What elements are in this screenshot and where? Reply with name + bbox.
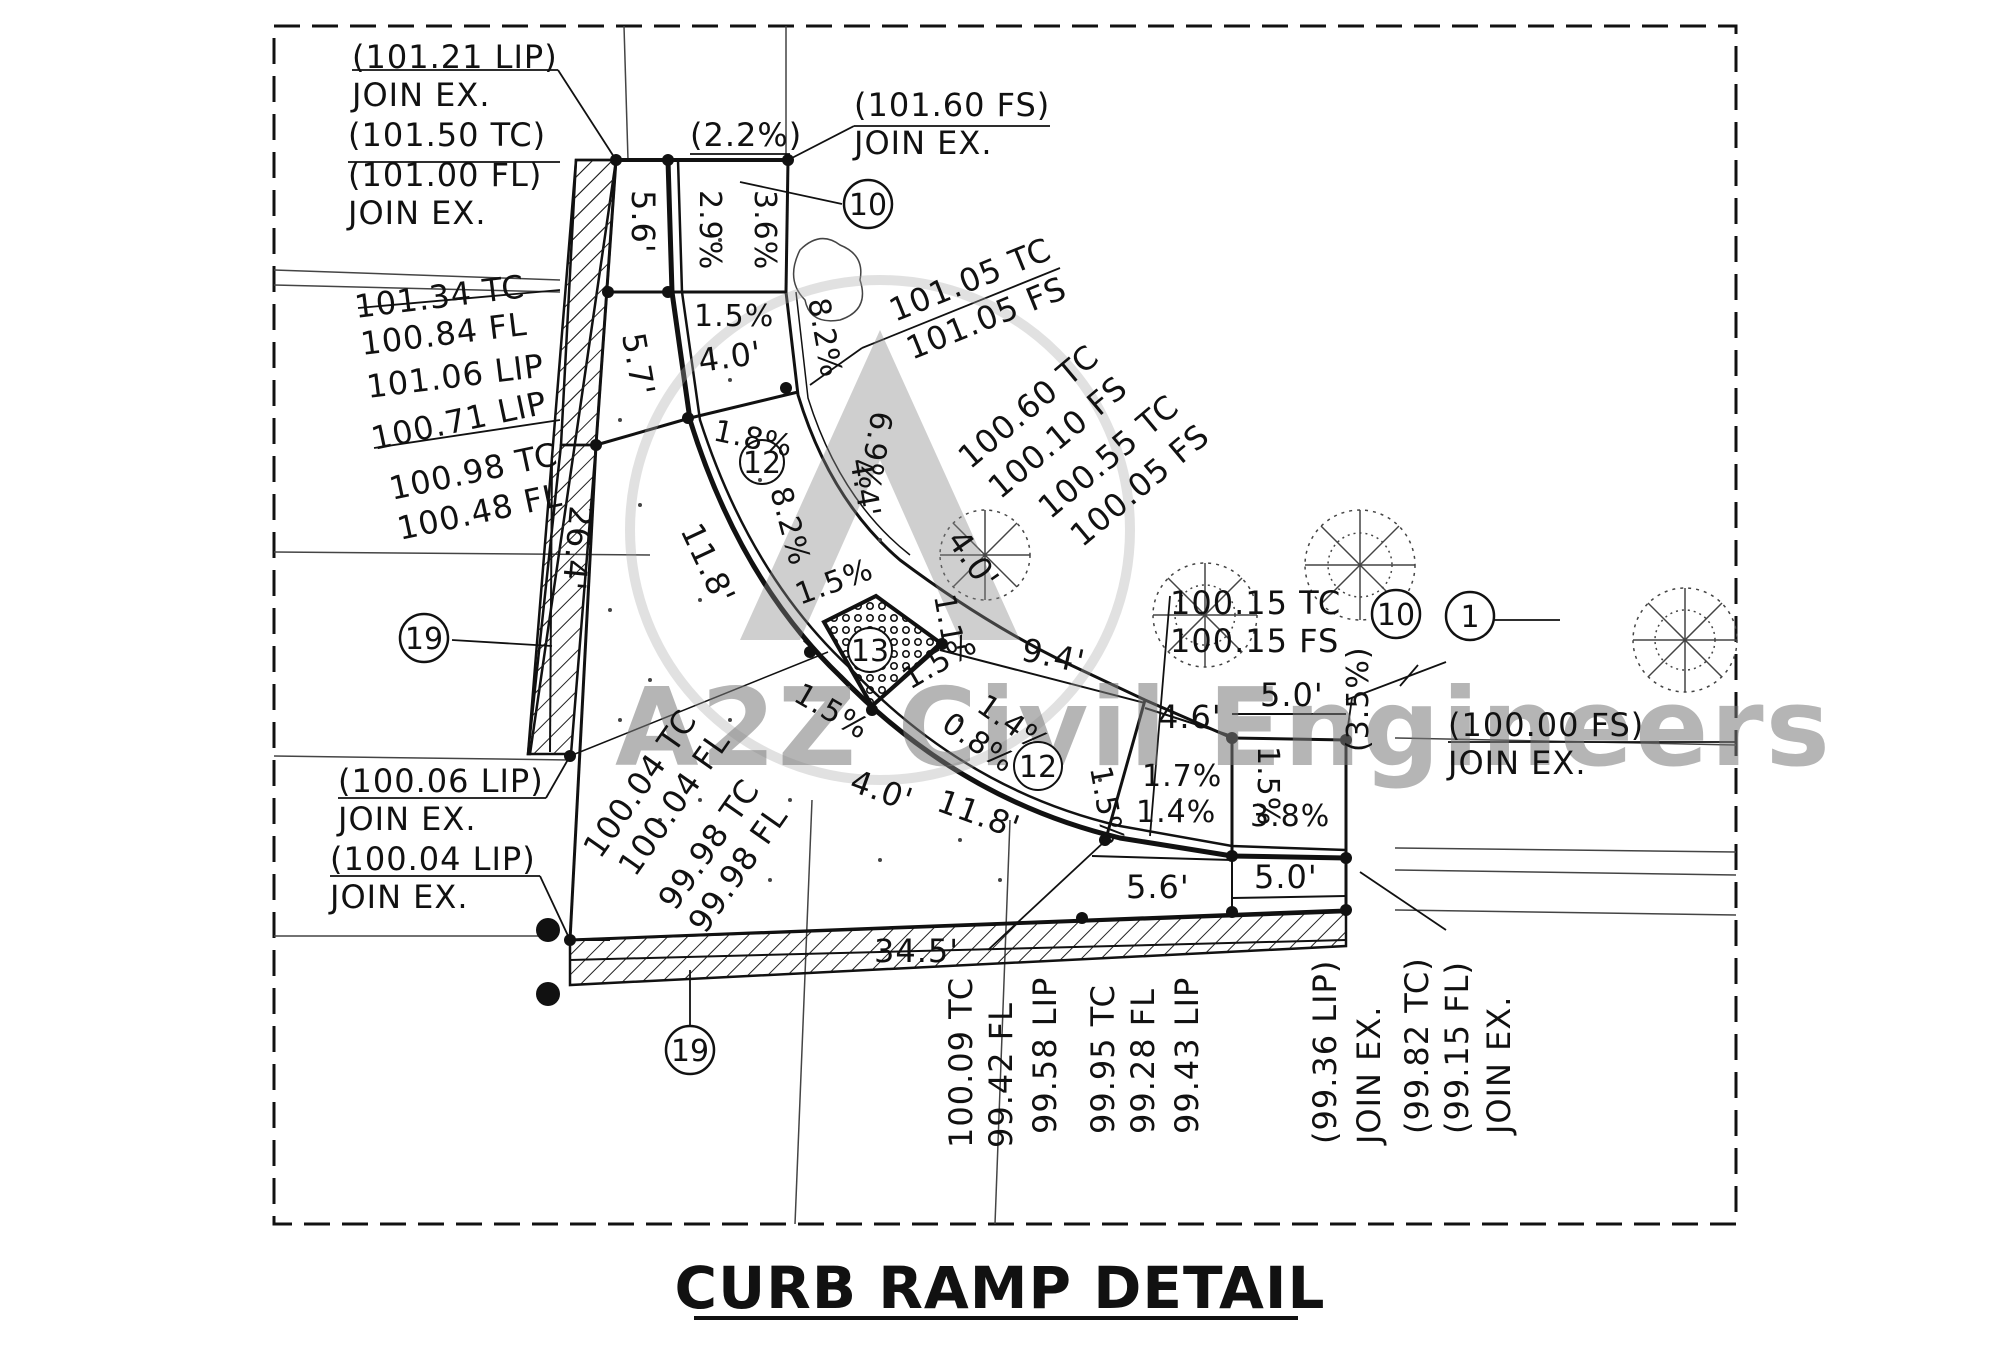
label-fs-100-00: (100.00 FS) — [1448, 706, 1644, 744]
svg-text:19: 19 — [405, 622, 443, 657]
callout-12-b: 12 — [1013, 741, 1063, 791]
dim-4-6: 4.6' — [1158, 698, 1222, 736]
slope-8-2-a: 8.2% — [800, 295, 848, 380]
svg-text:13: 13 — [851, 634, 889, 669]
watermark: A2Z Civil Engineers — [615, 275, 1832, 791]
svg-text:10: 10 — [849, 188, 887, 223]
label-fl-101-00: (101.00 FL) — [348, 156, 542, 194]
label-lip-99-58: 99.58 LIP — [1026, 977, 1064, 1134]
control-points — [536, 154, 1352, 1006]
slope-1-7: 1.7% — [1142, 759, 1222, 794]
label-join-ex-6: JOIN EX. — [328, 878, 468, 916]
svg-text:1: 1 — [1460, 600, 1479, 635]
dim-26-4: 26.4' — [555, 504, 600, 592]
label-join-ex-1: JOIN EX. — [350, 76, 490, 114]
label-fs-101-60: (101.60 FS) — [854, 86, 1050, 124]
label-fl-99-28: 99.28 FL — [1124, 988, 1162, 1134]
callout-13: 13 — [847, 627, 893, 673]
callout-19-a: 19 — [398, 612, 450, 664]
label-tc-99-95: 99.95 TC — [1084, 984, 1122, 1134]
dim-5-6-top: 5.6' — [624, 190, 662, 254]
label-fl-99-15: (99.15 FL) — [1438, 961, 1476, 1134]
label-tc-99-82: (99.82 TC) — [1398, 957, 1436, 1134]
label-lip-99-36: (99.36 LIP) — [1306, 960, 1344, 1144]
label-join-ex-7: JOIN EX. — [1350, 1006, 1388, 1146]
shrub-symbols — [792, 237, 1738, 693]
label-tc-100-09: 100.09 TC — [942, 977, 980, 1148]
label-tc-101-50: (101.50 TC) — [348, 116, 546, 154]
dimension-lines — [549, 454, 1347, 961]
label-slope-2-2: (2.2%) — [690, 116, 802, 154]
watermark-text: A2Z Civil Engineers — [615, 666, 1832, 791]
callout-12-a: 12 — [739, 439, 785, 485]
label-join-ex-2: JOIN EX. — [346, 194, 486, 232]
slope-1-5-f: 1.5% — [1250, 746, 1285, 826]
slope-1-4-b: 1.4% — [1136, 795, 1216, 830]
dim-11-8-b: 11.8' — [932, 782, 1025, 847]
label-lip-99-43: 99.43 LIP — [1168, 977, 1206, 1134]
label-lip-100-06: (100.06 LIP) — [338, 762, 544, 800]
dim-5-0-a: 5.0' — [1260, 676, 1324, 714]
slope-3-8: 3.8% — [1250, 799, 1330, 834]
slope-3-6: 3.6% — [747, 190, 782, 270]
dim-4-0-a: 4.0' — [696, 333, 764, 379]
svg-text:12: 12 — [1019, 750, 1057, 785]
callout-19-b: 19 — [664, 1024, 716, 1076]
label-join-ex-4: JOIN EX. — [1446, 744, 1586, 782]
label-lip-101-21: (101.21 LIP) — [352, 38, 558, 76]
callout-10-b: 10 — [1370, 588, 1422, 640]
slope-2-9: 2.9% — [692, 190, 727, 270]
label-join-ex-5: JOIN EX. — [336, 800, 476, 838]
svg-text:19: 19 — [671, 1034, 709, 1069]
drawing-border — [272, 24, 1738, 1226]
dim-5-0-b: 5.0' — [1254, 858, 1318, 896]
dim-5-6-bot: 5.6' — [1126, 868, 1190, 906]
callout-10-a: 10 — [842, 178, 894, 230]
svg-text:10: 10 — [1377, 598, 1415, 633]
slope-3-5: (3.5%) — [1341, 646, 1376, 752]
label-fs-100-15: 100.15 FS — [1170, 622, 1339, 660]
callout-1: 1 — [1444, 590, 1496, 642]
dim-34-5: 34.5' — [874, 932, 959, 970]
label-tc-100-15: 100.15 TC — [1170, 584, 1341, 622]
concrete-stipple — [608, 238, 1182, 882]
label-join-ex-8: JOIN EX. — [1480, 996, 1518, 1136]
label-lip-100-04: (100.04 LIP) — [330, 840, 536, 878]
slope-1-5-a: 1.5% — [694, 299, 774, 334]
svg-text:12: 12 — [743, 446, 781, 481]
dim-5-7: 5.7' — [614, 330, 662, 399]
leader-lines — [330, 69, 1736, 1050]
label-join-ex-3: JOIN EX. — [852, 124, 992, 162]
label-fl-99-42: 99.42 FL — [982, 1002, 1020, 1148]
drawing-title: CURB RAMP DETAIL — [675, 1254, 1326, 1322]
